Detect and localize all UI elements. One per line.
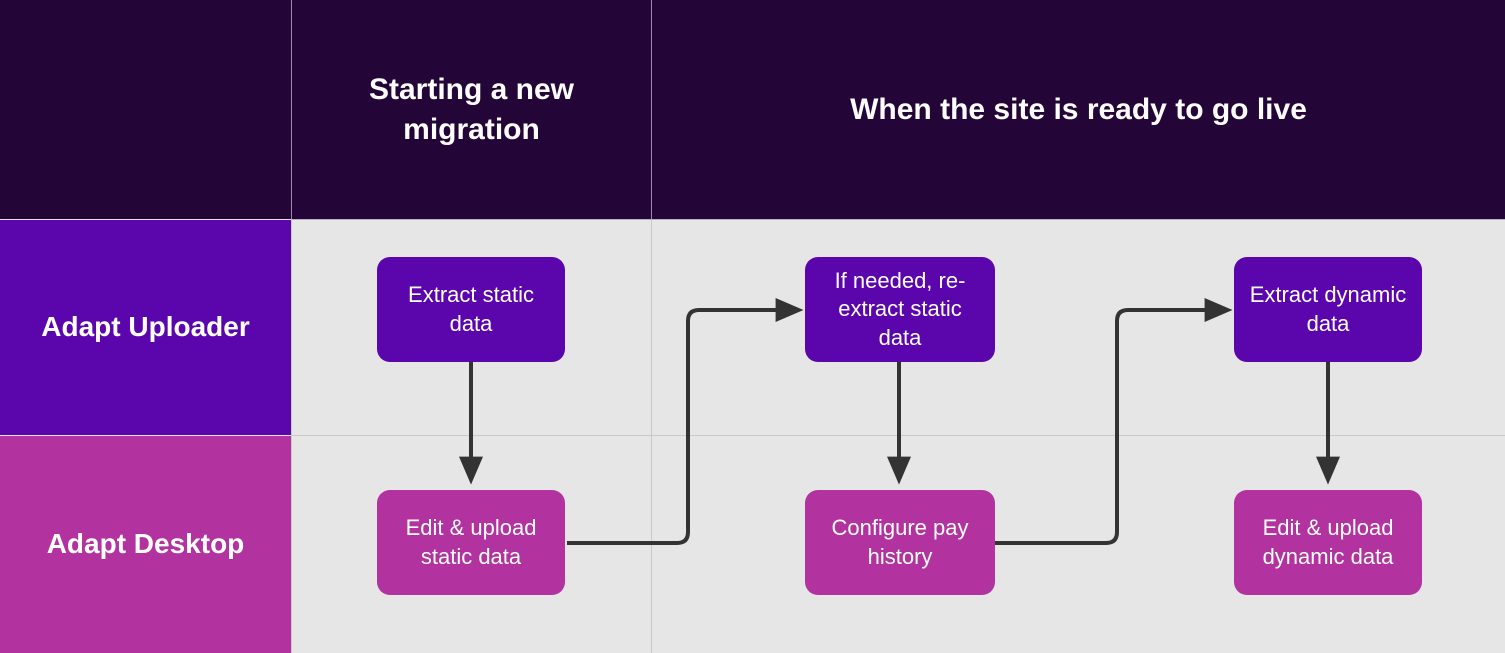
column-header-starting-a-new-migration: Starting a new migration — [368, 72, 575, 146]
grid-divider-column-right — [651, 220, 652, 653]
header-divider-right — [651, 0, 652, 219]
corner-cell — [0, 0, 291, 219]
node-configure-pay-history[interactable]: Configure pay history — [805, 490, 995, 595]
header-bottom-divider — [291, 219, 1505, 220]
header-divider-left — [291, 0, 292, 219]
node-re-extract-static-data[interactable]: If needed, re-extract static data — [805, 257, 995, 362]
grid-divider-column-left — [291, 220, 292, 653]
row-header-adapt-uploader: Adapt Uploader — [0, 220, 291, 435]
grid-divider-row — [291, 435, 1505, 436]
node-edit-upload-dynamic-data[interactable]: Edit & upload dynamic data — [1234, 490, 1422, 595]
node-extract-dynamic-data[interactable]: Extract dynamic data — [1234, 257, 1422, 362]
node-edit-upload-static-data[interactable]: Edit & upload static data — [377, 490, 565, 595]
column-header-when-the-site-is-ready-to-go-live: When the site is ready to go live — [850, 92, 1307, 126]
node-extract-static-data[interactable]: Extract static data — [377, 257, 565, 362]
row-header-adapt-desktop: Adapt Desktop — [0, 436, 291, 653]
